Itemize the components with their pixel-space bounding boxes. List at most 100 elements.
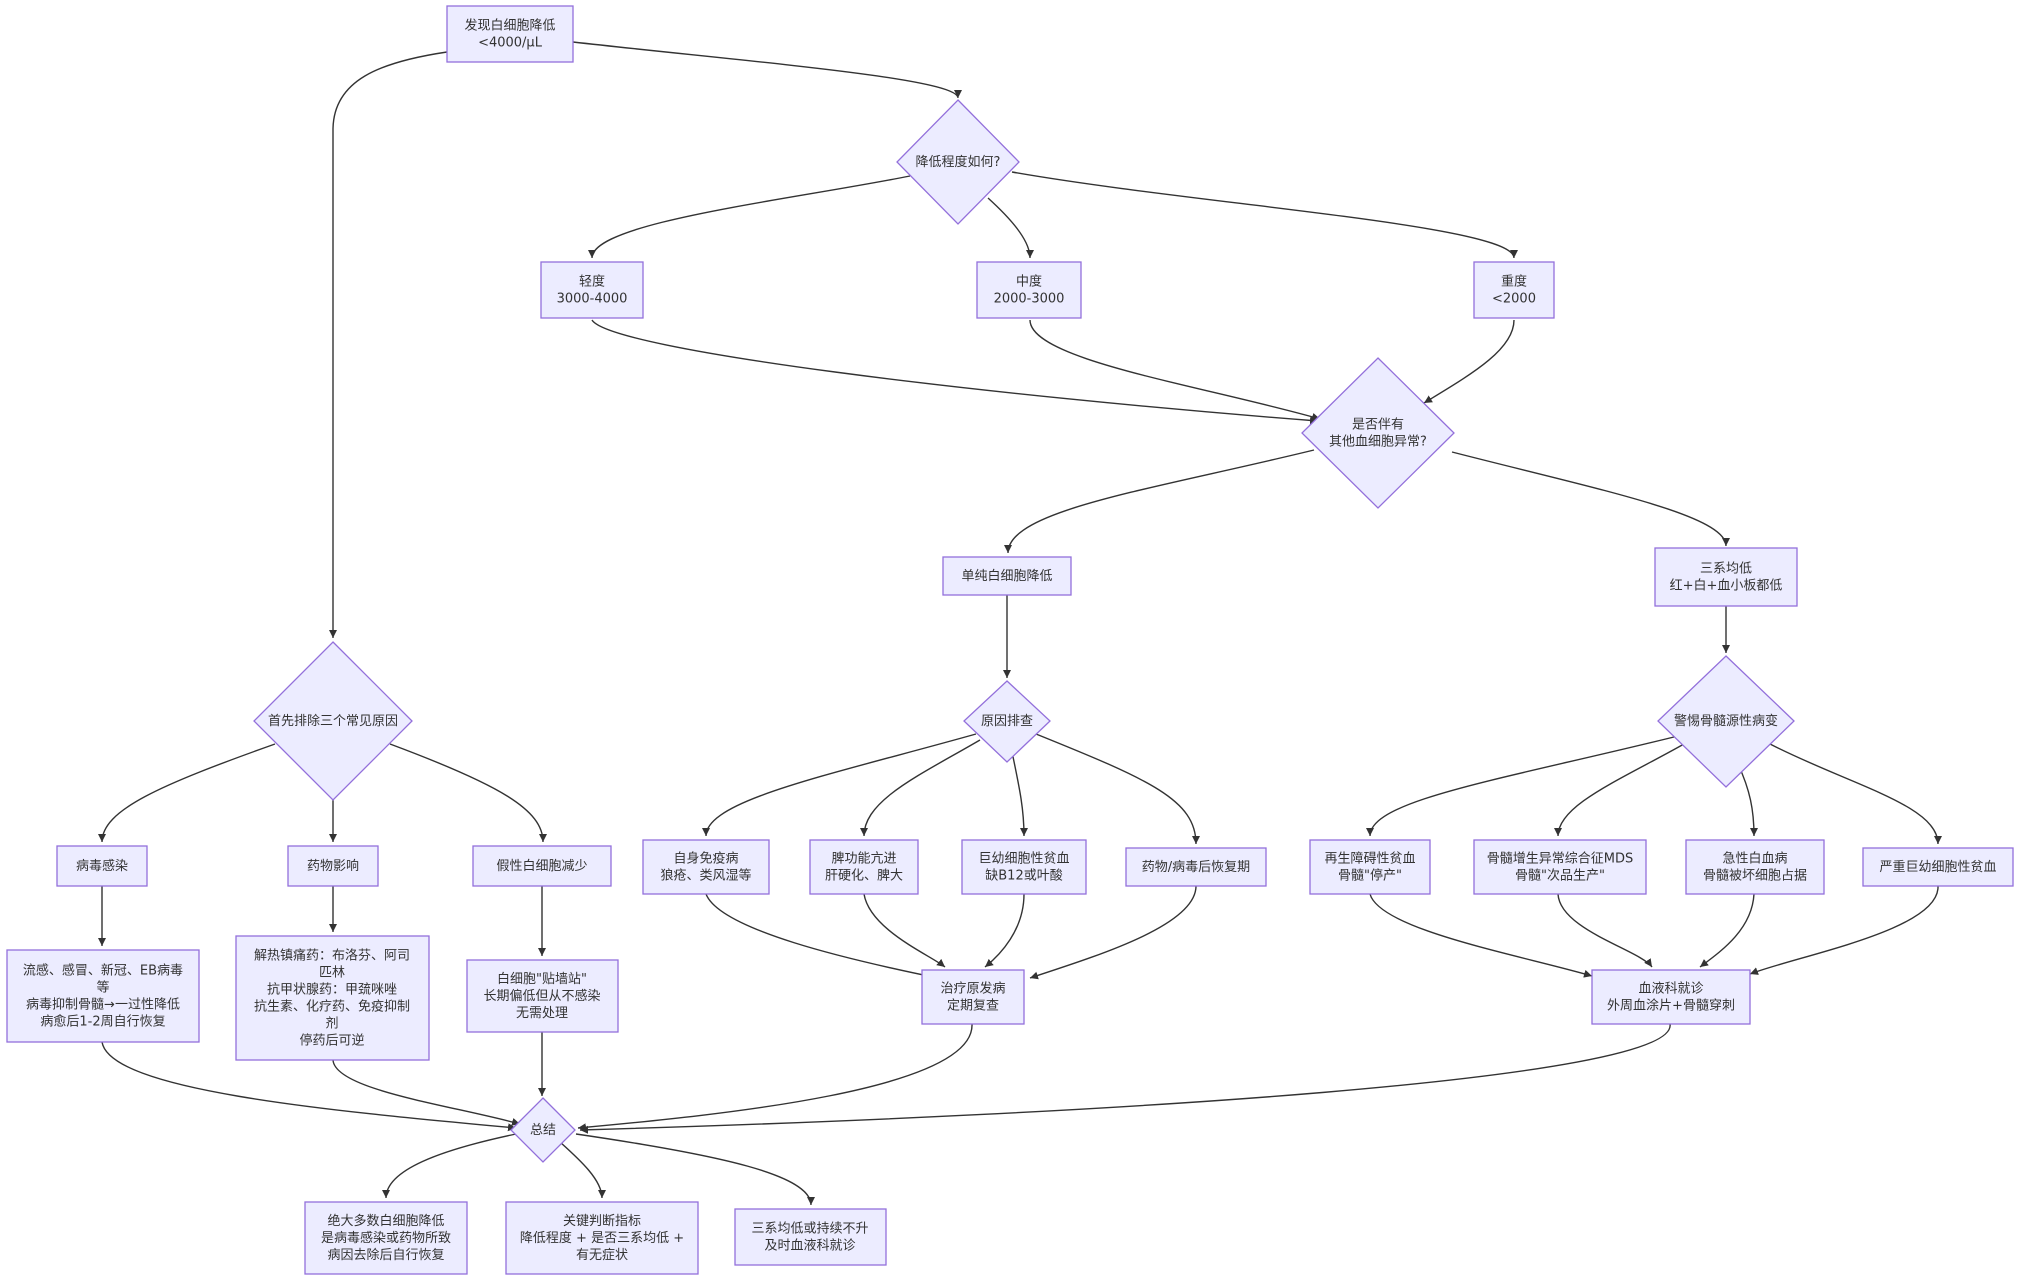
edge-exclude-virus xyxy=(98,743,276,843)
node-label-line: 白细胞"贴墙站" xyxy=(497,971,587,987)
edge-cause-autoimmune xyxy=(702,733,977,837)
node-label-line: 重度 xyxy=(1501,273,1527,289)
edge-virusd-summary xyxy=(101,1041,517,1132)
node-summary-question: 总结 xyxy=(510,1097,576,1163)
edge-autoimmune-treat xyxy=(705,893,939,981)
node-cause-question: 原因排查 xyxy=(963,680,1051,763)
node-summary-3: 三系均低或持续不升及时血液科就诊 xyxy=(734,1208,887,1266)
node-label: 药物影响 xyxy=(307,858,359,874)
node-label-line: 骨髓"次品生产" xyxy=(1515,867,1605,883)
node-label-line: 脾功能亢进 xyxy=(831,850,896,866)
node-label-line: 匹林 xyxy=(319,965,345,980)
node-label-line: 解热镇痛药：布洛芬、阿司 xyxy=(254,947,410,963)
node-label-line: 治疗原发病 xyxy=(940,980,1005,996)
node-label-line: 病因去除后自行恢复 xyxy=(327,1248,444,1263)
edge-start-exclude xyxy=(329,51,448,638)
node-label-line: 抗甲状腺药：甲巯咪唑 xyxy=(267,981,397,997)
node-label-line: 巨幼细胞性贫血 xyxy=(978,850,1069,866)
node-label-line: 降低程度 + 是否三系均低 + xyxy=(520,1230,684,1246)
node-label-line: 骨髓被坏细胞占据 xyxy=(1703,868,1807,883)
node-label-line: 其他血细胞异常? xyxy=(1329,434,1427,449)
node-label: 流感、感冒、新冠、EB病毒等病毒抑制骨髓→一过性降低病愈后1-2周自行恢复 xyxy=(23,962,183,1029)
node-label: 重度 <2000 xyxy=(1492,273,1536,306)
node-pseudo-detail: 白细胞"贴墙站"长期偏低但从不感染无需处理 xyxy=(466,959,619,1033)
node-label-line: 再生障碍性贫血 xyxy=(1324,850,1415,866)
edge-other-simple xyxy=(1004,449,1315,554)
node-label: 首先排除三个常见原因 xyxy=(268,714,398,729)
node-label-line: 首先排除三个常见原因 xyxy=(268,714,398,729)
node-pseudo: 假性白细胞减少 xyxy=(472,845,612,887)
node-label: 单纯白细胞降低 xyxy=(961,568,1052,584)
node-hematology: 血液科就诊外周血涂片+骨髓穿刺 xyxy=(1591,969,1751,1025)
node-label: 是否伴有其他血细胞异常? xyxy=(1329,417,1427,449)
node-label-line: 发现白细胞降低 xyxy=(464,17,555,33)
edge-moderate-other xyxy=(1029,319,1321,421)
node-label-line: 单纯白细胞降低 xyxy=(961,568,1052,584)
node-label-line: 三系均低或持续不升 xyxy=(751,1221,868,1236)
edge-hema-summary xyxy=(579,1023,1671,1134)
node-label-line: 长期偏低但从不感染 xyxy=(483,988,600,1004)
node-label-line: 2000-3000 xyxy=(994,291,1065,306)
node-start: 发现白细胞降低 <4000/μL xyxy=(446,5,574,63)
node-label: 血液科就诊外周血涂片+骨髓穿刺 xyxy=(1607,981,1735,1013)
edge-severemega-hema xyxy=(1749,885,1939,975)
node-label-line: 自身免疫病 xyxy=(673,850,738,866)
node-label-line: 三系均低 xyxy=(1700,561,1752,576)
node-label-line: 定期复查 xyxy=(947,998,999,1013)
node-label-line: 是否伴有 xyxy=(1352,417,1404,432)
node-exclude-question: 首先排除三个常见原因 xyxy=(253,641,413,801)
node-label-line: 缺B12或叶酸 xyxy=(985,868,1062,883)
node-tri-low: 三系均低红+白+血小板都低 xyxy=(1654,547,1798,607)
edge-aplastic-hema xyxy=(1369,893,1593,978)
node-leukemia: 急性白血病骨髓被坏细胞占据 xyxy=(1685,839,1825,895)
node-summary-1: 绝大多数白细胞降低是病毒感染或药物所致病因去除后自行恢复 xyxy=(304,1201,468,1275)
node-label-line: 流感、感冒、新冠、EB病毒 xyxy=(23,962,183,978)
node-label: 白细胞"贴墙站"长期偏低但从不感染无需处理 xyxy=(483,971,600,1021)
node-label: 发现白细胞降低 <4000/μL xyxy=(464,17,555,50)
node-label-line: 原因排查 xyxy=(981,714,1033,729)
node-label: 关键判断指标降低程度 + 是否三系均低 +有无症状 xyxy=(520,1214,684,1263)
edge-spleen-treat xyxy=(863,893,946,968)
node-label-line: 外周血涂片+骨髓穿刺 xyxy=(1607,997,1735,1013)
edge-other-tri xyxy=(1451,451,1730,547)
node-spleen: 脾功能亢进肝硬化、脾大 xyxy=(809,839,919,895)
node-label-line: 轻度 xyxy=(579,273,605,289)
node-label: 自身免疫病狼疮、类风湿等 xyxy=(660,850,751,883)
node-label-line: 降低程度如何? xyxy=(916,154,1001,170)
node-label-line: <2000 xyxy=(1492,291,1536,306)
node-label: 再生障碍性贫血骨髓"停产" xyxy=(1324,850,1415,883)
edge-leukemia-hema xyxy=(1699,893,1755,968)
node-label-line: 骨髓增生异常综合征MDS xyxy=(1487,851,1633,866)
edge-recovery-treat xyxy=(1029,885,1197,980)
edge-cause-spleen xyxy=(860,739,981,837)
node-label-line: <4000/μL xyxy=(478,35,543,50)
edge-exclude-pseudo xyxy=(389,743,547,843)
node-label-line: 有无症状 xyxy=(576,1248,628,1263)
node-megalo: 巨幼细胞性贫血缺B12或叶酸 xyxy=(961,839,1087,895)
node-label-line: 病毒感染 xyxy=(76,858,128,874)
node-degree-question: 降低程度如何? xyxy=(896,99,1020,225)
node-label-line: 抗生素、化疗药、免疫抑制 xyxy=(254,998,410,1014)
node-other-question: 是否伴有其他血细胞异常? xyxy=(1301,357,1455,509)
node-label-line: 肝硬化、脾大 xyxy=(825,868,903,883)
node-label-line: 警惕骨髓源性病变 xyxy=(1674,713,1778,729)
edge-mds-hema xyxy=(1557,893,1653,968)
edge-degree-moderate xyxy=(987,197,1034,259)
node-drug: 药物影响 xyxy=(287,845,379,887)
node-label: 绝大多数白细胞降低是病毒感染或药物所致病因去除后自行恢复 xyxy=(321,1213,451,1263)
node-label: 三系均低或持续不升及时血液科就诊 xyxy=(751,1221,868,1253)
node-label: 病毒感染 xyxy=(76,858,128,874)
edge-drugd-summary xyxy=(332,1059,521,1126)
node-recovery: 药物/病毒后恢复期 xyxy=(1125,847,1267,887)
node-label-line: 骨髓"停产" xyxy=(1338,867,1402,883)
node-label: 脾功能亢进肝硬化、脾大 xyxy=(825,850,903,883)
node-label-line: 药物/病毒后恢复期 xyxy=(1142,860,1250,875)
node-severe: 重度 <2000 xyxy=(1473,261,1555,319)
edge-megalo-treat xyxy=(984,893,1025,968)
edge-marrow-severemega xyxy=(1769,743,1942,845)
node-label: 解热镇痛药：布洛芬、阿司匹林抗甲状腺药：甲巯咪唑抗生素、化疗药、免疫抑制剂停药后… xyxy=(254,947,410,1048)
